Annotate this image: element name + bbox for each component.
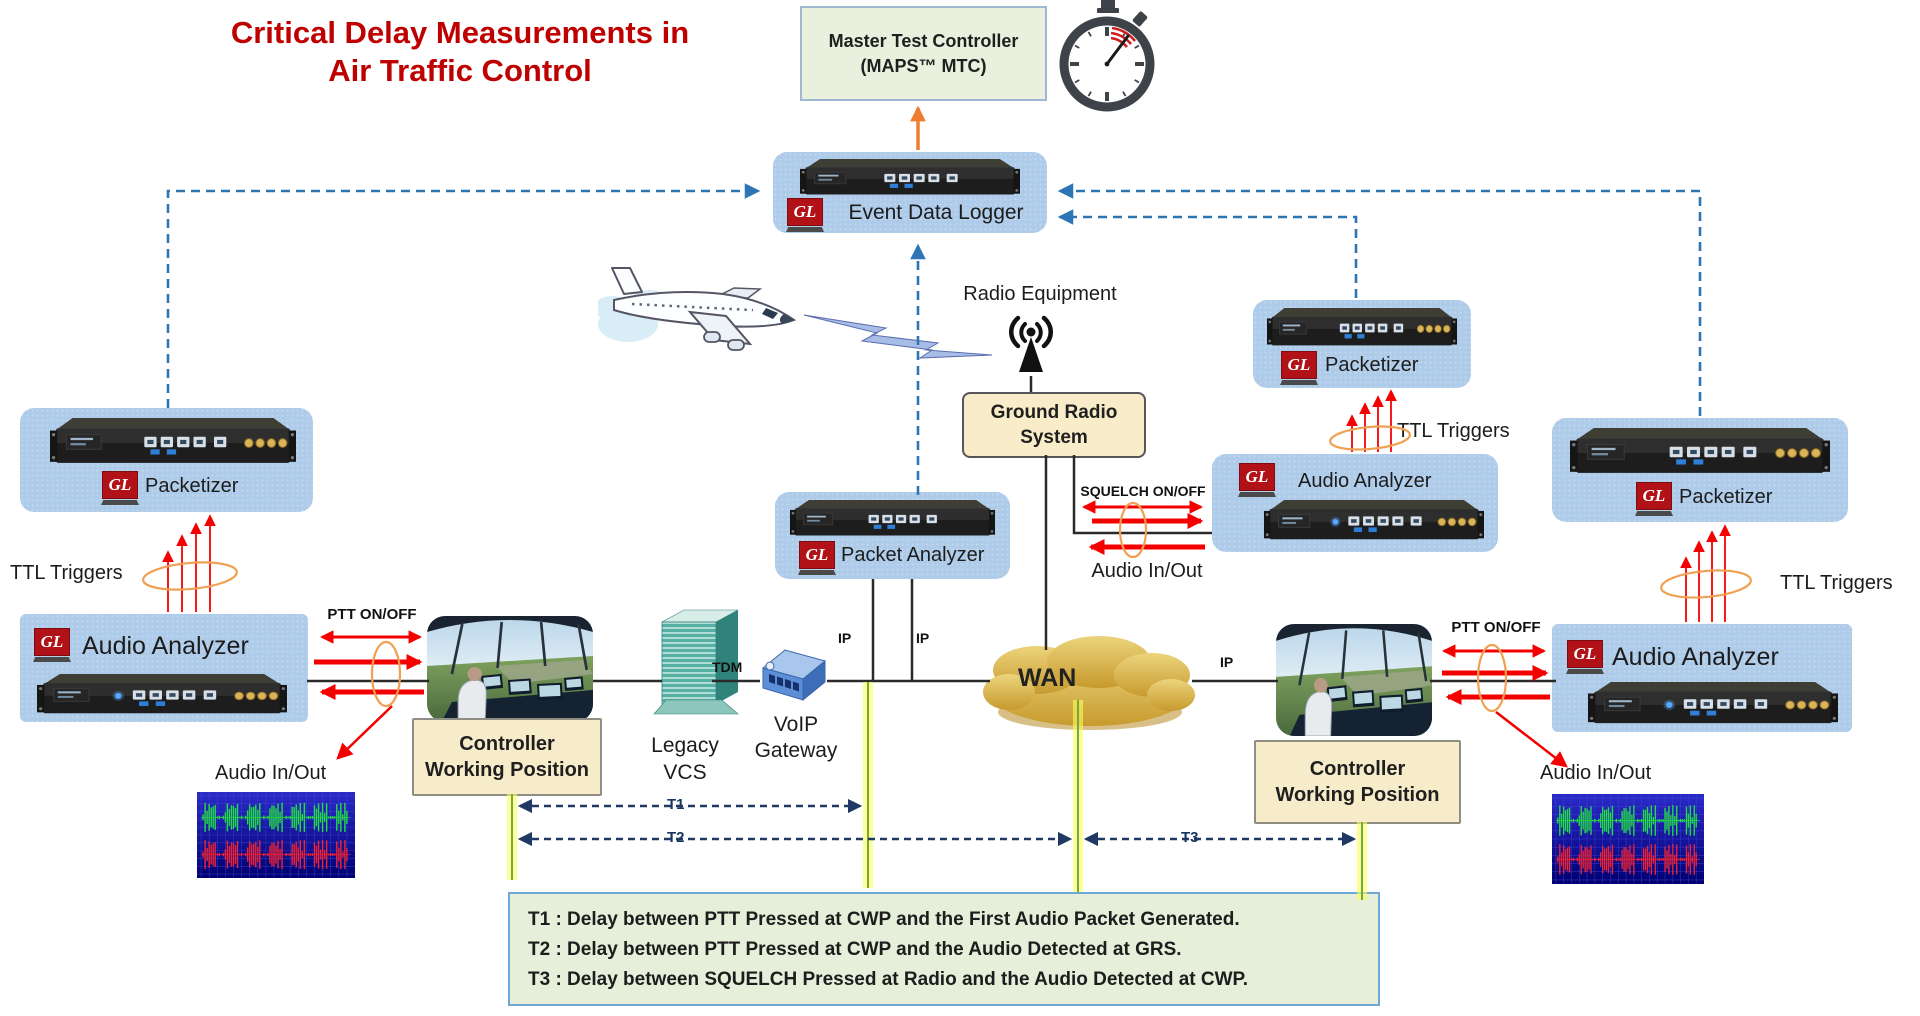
grs-label-line1: Ground Radio	[990, 402, 1118, 423]
title-line2: Air Traffic Control	[328, 53, 592, 88]
audio-analyzer-mid-box: GL Audio Analyzer	[1212, 454, 1498, 552]
t3-label: T3	[1176, 829, 1204, 846]
wan-label: WAN	[1018, 664, 1077, 692]
ptt-coil-right	[1476, 643, 1508, 713]
packetizer-right-box: GL Packetizer	[1552, 418, 1848, 522]
t1-label: T1	[662, 796, 690, 813]
gl-logo: GL	[1635, 482, 1673, 516]
squelch-coil	[1118, 501, 1148, 559]
gl-logo: GL	[786, 198, 824, 232]
ttl-triggers-right-label: TTL Triggers	[1780, 572, 1893, 594]
cwp-left-line2: Working Position	[424, 759, 590, 781]
mtc-label-line1: Master Test Controller	[828, 30, 1019, 51]
title-line1: Critical Delay Measurements in	[230, 15, 690, 50]
t2-label: T2	[662, 829, 690, 846]
cwp-right-photo	[1276, 624, 1432, 736]
grs-label-line2: System	[1020, 427, 1088, 448]
legacy-vcs-image	[650, 606, 742, 720]
packetizer-right-label: Packetizer	[1679, 486, 1773, 508]
packetizer-topright-device-image	[1267, 308, 1457, 348]
yellow-markers	[507, 682, 1367, 900]
event-data-logger-box: GL Event Data Logger	[773, 152, 1047, 233]
gl-logo: GL	[1238, 463, 1276, 497]
ptt-right-label: PTT ON/OFF	[1451, 619, 1541, 636]
stopwatch-icon	[1055, 0, 1160, 112]
ttl-triggers-left-label: TTL Triggers	[10, 562, 123, 584]
wan-cloud: WAN	[982, 632, 1197, 737]
ptt-coil-left	[370, 640, 402, 708]
packet-analyzer-label: Packet Analyzer	[841, 544, 985, 566]
gl-logo: GL	[1566, 640, 1604, 674]
legend-t3: T3 : Delay between SQUELCH Pressed at Ra…	[528, 969, 1249, 990]
legacy-vcs-label: Legacy VCS	[651, 734, 719, 784]
gl-logo: GL	[1280, 351, 1318, 385]
voip-gateway-label: VoIP Gateway	[754, 713, 838, 762]
master-test-controller-box: Master Test Controller (MAPS™ MTC)	[800, 6, 1047, 101]
legend-t1: T1 : Delay between PTT Pressed at CWP an…	[528, 909, 1240, 930]
cwp-left-label-box: Controller Working Position	[412, 718, 602, 796]
audio-in-out-left-label: Audio In/Out	[215, 762, 327, 784]
packetizer-topright-label: Packetizer	[1325, 354, 1419, 376]
event-data-logger-label: Event Data Logger	[848, 201, 1024, 224]
ip-label-1: IP	[838, 630, 852, 646]
packetizer-right-device-image	[1570, 428, 1830, 476]
packet-analyzer-box: GL Packet Analyzer	[775, 492, 1010, 579]
packetizer-left-device-image	[50, 418, 296, 466]
lightning-bolt	[803, 314, 993, 359]
audio-in-out-right-label: Audio In/Out	[1540, 762, 1652, 784]
radio-antenna-icon	[998, 310, 1064, 380]
voip-gateway-image	[755, 644, 831, 708]
audio-analyzer-left-device-image	[37, 674, 287, 716]
squelch-label: SQUELCH ON/OFF	[1080, 483, 1206, 499]
cwp-right-label-box: Controller Working Position	[1254, 740, 1461, 824]
ttl-coil-right	[1660, 569, 1752, 599]
audio-analyzer-mid-label: Audio Analyzer	[1298, 470, 1432, 492]
cwp-left-photo	[427, 616, 593, 722]
event-data-logger-device-image	[800, 159, 1020, 197]
audio-analyzer-left-label: Audio Analyzer	[82, 632, 249, 660]
mtc-label-line2: (MAPS™ MTC)	[860, 55, 987, 76]
legend-t2: T2 : Delay between PTT Pressed at CWP an…	[528, 939, 1182, 960]
audio-waveform-right-image	[1552, 794, 1704, 884]
ttl-coil-left	[142, 561, 238, 591]
audio-analyzer-mid-device-image	[1264, 500, 1484, 542]
audio-analyzer-left-box: GL Audio Analyzer	[20, 614, 308, 722]
radio-equipment-label: Radio Equipment	[963, 283, 1117, 305]
tdm-label: TDM	[712, 659, 743, 675]
ground-radio-system-box: Ground Radio System	[962, 392, 1146, 458]
audio-waveform-left-image	[197, 792, 355, 878]
gl-logo: GL	[798, 541, 836, 575]
gl-logo: GL	[101, 471, 139, 505]
cwp-left-line1: Controller	[459, 733, 555, 755]
airplane-image	[598, 262, 803, 362]
ptt-left-arrows	[314, 630, 424, 760]
audio-analyzer-right-device-image	[1588, 682, 1838, 726]
legend-box: T1 : Delay between PTT Pressed at CWP an…	[508, 892, 1380, 1006]
audio-analyzer-right-label: Audio Analyzer	[1612, 643, 1779, 671]
audio-analyzer-right-box: GL Audio Analyzer	[1552, 624, 1852, 732]
ip-label-3: IP	[1220, 654, 1234, 670]
gl-logo: GL	[33, 628, 71, 662]
cwp-right-line2: Working Position	[1275, 784, 1440, 806]
packetizer-topright-box: GL Packetizer	[1253, 300, 1471, 388]
cwp-right-line1: Controller	[1309, 758, 1406, 780]
page-title: Critical Delay Measurements in Air Traff…	[150, 14, 770, 90]
squelch-arrows	[1081, 500, 1205, 556]
packet-analyzer-device-image	[790, 500, 995, 538]
packetizer-left-label: Packetizer	[145, 475, 239, 497]
ptt-left-label: PTT ON/OFF	[327, 606, 417, 623]
ip-label-2: IP	[916, 630, 930, 646]
ttl-triggers-topright-label: TTL Triggers	[1397, 420, 1510, 442]
packetizer-left-box: GL Packetizer	[20, 408, 313, 512]
audio-in-out-mid-label: Audio In/Out	[1091, 560, 1203, 582]
